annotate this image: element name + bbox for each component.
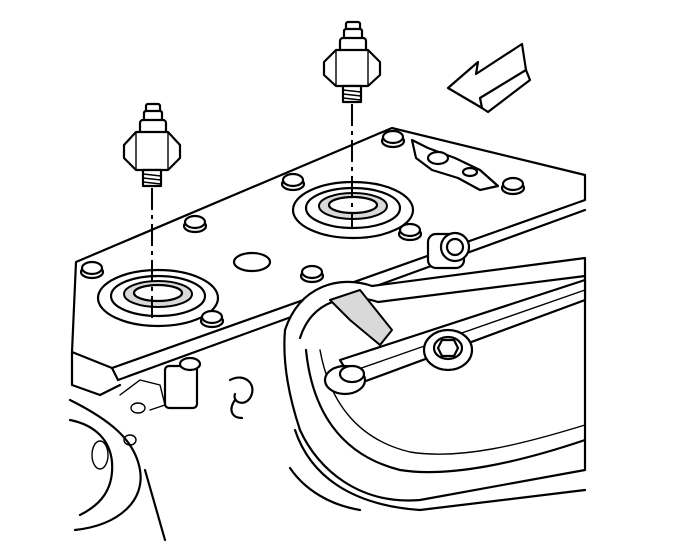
sensor-bore-left [96,268,220,328]
small-port [232,251,272,273]
knock-sensor-left [122,102,182,318]
engine-block [68,350,362,542]
fuel-rail [323,231,587,396]
knock-sensor-right [322,20,382,228]
sensor-bore-right [291,180,415,240]
direction-arrow-icon [446,42,532,114]
mounting-bracket [410,138,500,192]
plate-bolts [79,129,526,329]
